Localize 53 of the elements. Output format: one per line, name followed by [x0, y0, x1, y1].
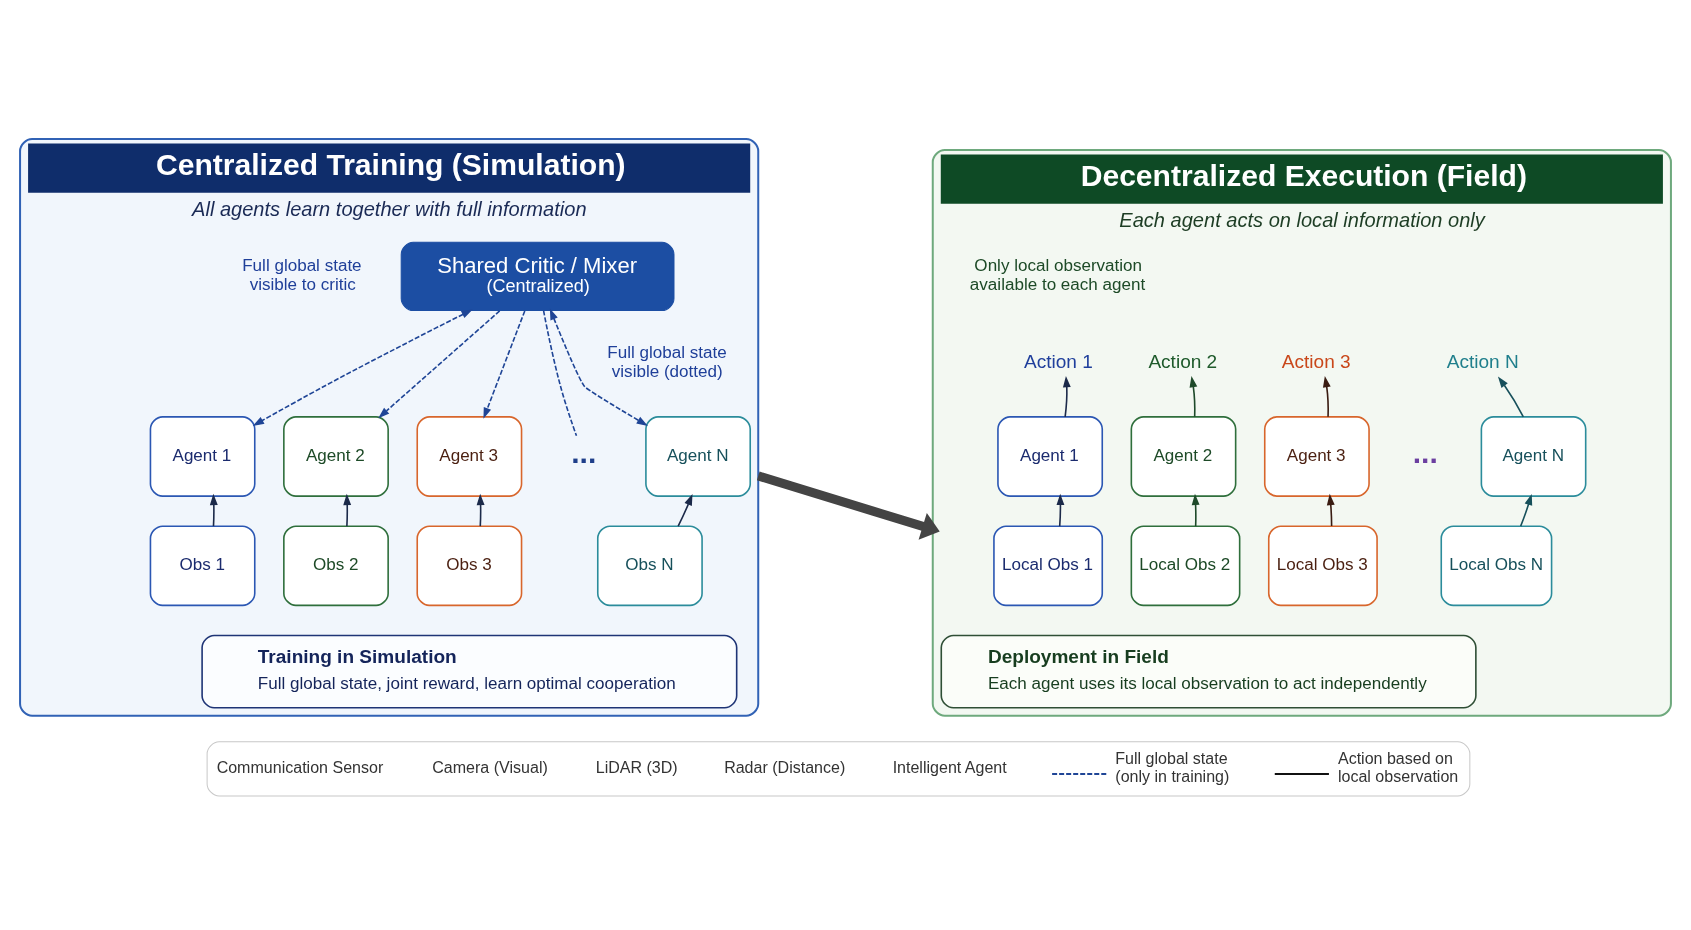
node-box: Agent 1	[997, 415, 1104, 497]
node-box: Shared Critic / Mixer (Centralized)	[400, 241, 675, 311]
label: Full global state visible (dotted)	[607, 342, 727, 381]
arrow	[1326, 493, 1335, 527]
arrow	[1497, 376, 1525, 418]
node-text: Action 2	[1148, 350, 1218, 372]
arrow	[677, 493, 693, 527]
node-box: Agent 3	[1263, 415, 1370, 497]
node-box: Local Obs 3	[1267, 524, 1378, 606]
arrow	[476, 493, 485, 527]
node-box: Training in Simulation Full global state, joint reward, learn optimal cooperation	[201, 634, 738, 708]
node-box: Agent 3	[416, 415, 523, 497]
node-text: Action 1	[1024, 350, 1093, 372]
legend-label: Communication Sensor	[216, 757, 384, 776]
legend-label: Full global state (only in training)	[1115, 748, 1230, 785]
node-box: Agent N	[1480, 415, 1587, 497]
label: Only local observation available to each agent	[969, 255, 1146, 294]
legend-label: Intelligent Agent	[892, 757, 1007, 776]
legend-label: Action based on local observation	[1337, 748, 1459, 785]
arrow	[483, 309, 526, 419]
arrow	[252, 308, 473, 426]
node-text: Action N	[1446, 350, 1519, 372]
node-box: Local Obs 1	[993, 524, 1104, 606]
legend-label: LiDAR (3D)	[595, 757, 678, 776]
node-box: Obs 2	[283, 524, 389, 606]
node-box: Agent N	[645, 415, 751, 497]
connector	[542, 309, 578, 437]
node-box: Local Obs 2	[1130, 524, 1241, 606]
legend-label: Camera (Visual)	[432, 757, 548, 776]
arrow	[343, 493, 352, 527]
label: Full global state visible to critic	[242, 255, 362, 294]
arrow	[549, 308, 648, 426]
arrow	[1322, 375, 1331, 418]
arrow	[378, 309, 501, 418]
node-box: Local Obs N	[1440, 524, 1553, 606]
legend-label: Radar (Distance)	[724, 757, 846, 776]
arrow	[209, 493, 218, 527]
arrow	[756, 471, 940, 540]
arrow	[1062, 375, 1071, 418]
node-box: Agent 1	[149, 415, 256, 497]
node-box: Obs N	[596, 524, 703, 606]
node-box: Obs 3	[416, 524, 523, 606]
node-box: Obs 1	[149, 524, 256, 606]
node-text: Action 3	[1281, 350, 1351, 372]
arrow	[1189, 375, 1198, 418]
node-text: ...	[571, 435, 597, 469]
arrow	[1519, 493, 1533, 527]
node-box: Agent 2	[1130, 415, 1237, 497]
node-box: Deployment in Field Each agent uses its local observation to act independently	[940, 634, 1477, 708]
arrow	[1191, 493, 1200, 527]
arrow	[1056, 493, 1065, 527]
label: ...	[1412, 435, 1438, 469]
node-box: Agent 2	[283, 415, 389, 497]
